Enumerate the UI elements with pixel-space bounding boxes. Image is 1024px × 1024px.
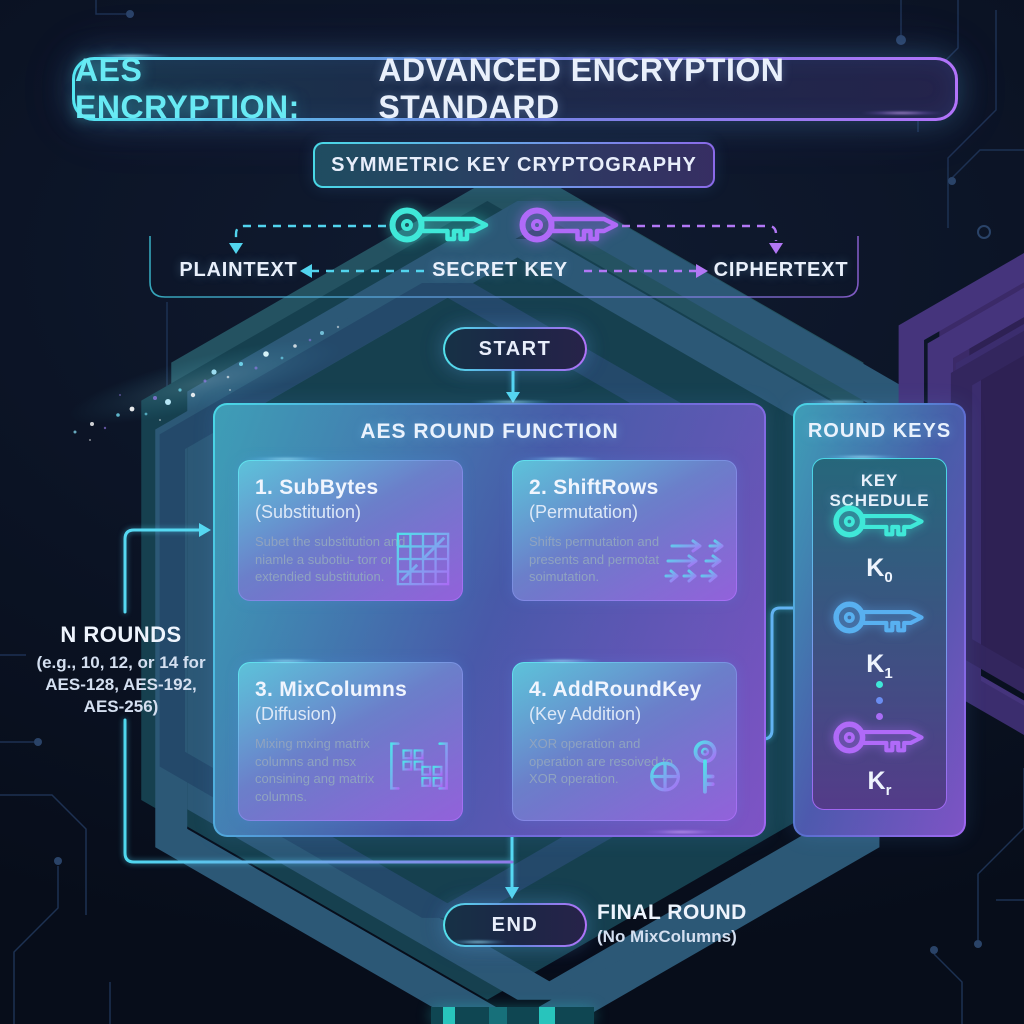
purple-key-icon <box>832 711 927 764</box>
pixel-chip-decor <box>431 1007 594 1024</box>
step-mixcolumns: 3. MixColumns (Diffusion) Mixing mxing m… <box>238 662 463 821</box>
circuit-nodes <box>34 10 982 954</box>
start-node: START <box>443 327 587 371</box>
step-subtitle: (Permutation) <box>529 502 639 522</box>
n-rounds-note: (e.g., 10, 12, or 14 for AES-128, AES-19… <box>36 653 206 717</box>
symmetric-bracket <box>149 236 859 298</box>
key-schedule-box: KEY SCHEDULE K0 K1 Kr <box>812 458 947 810</box>
step-title: 4. AddRoundKey <box>529 678 702 701</box>
title-rest: ADVANCED ENCRYPTION STANDARD <box>378 52 785 125</box>
shift-rows-arrows-icon <box>664 538 728 586</box>
k1-base: K <box>866 650 885 678</box>
matrix-columns-icon <box>388 740 450 792</box>
k0-base: K <box>866 554 885 582</box>
step-body: XOR operation and operation are resoived… <box>529 736 673 787</box>
step-title: 2. ShiftRows <box>529 476 659 499</box>
step-body: Subet the substitution and niamle a subo… <box>255 534 406 585</box>
final-round-title: FINAL ROUND <box>597 901 747 924</box>
symmetric-heading: SYMMETRIC KEY CRYPTOGRAPHY <box>331 153 697 176</box>
purple-key-icon <box>518 196 622 254</box>
connector-keyschedule-addroundkey <box>751 606 802 741</box>
final-round-note: (No MixColumns) <box>597 927 737 946</box>
final-round-annotation: FINAL ROUND (No MixColumns) <box>597 901 747 947</box>
title-banner: AES ENCRYPTION: ADVANCED ENCRYPTION STAN… <box>72 52 958 125</box>
step-subtitle: (Key Addition) <box>529 704 642 724</box>
blue-key-icon <box>832 591 927 644</box>
step-subtitle: (Substitution) <box>255 502 362 522</box>
kr-sub: r <box>885 782 892 799</box>
title-highlight: AES ENCRYPTION: <box>75 52 300 125</box>
key-ellipsis-dots <box>813 681 946 720</box>
sbox-grid-icon <box>394 530 452 588</box>
plaintext-label: PLAINTEXT <box>179 259 298 281</box>
kr-base: K <box>867 767 886 795</box>
round-function-heading: AES ROUND FUNCTION <box>360 420 619 443</box>
step-addroundkey: 4. AddRoundKey (Key Addition) XOR operat… <box>512 662 737 821</box>
key-schedule-heading: KEY SCHEDULE <box>829 471 930 510</box>
step-title: 1. SubBytes <box>255 476 379 499</box>
round-key-label-k1: K1 <box>813 650 946 682</box>
round-key-label-k0: K0 <box>813 554 946 586</box>
teal-key-icon <box>388 196 492 254</box>
teal-key-icon <box>832 495 927 548</box>
round-key-label-kr: Kr <box>813 767 946 799</box>
connector-loop-bottom <box>123 718 514 864</box>
step-body: Shifts permutation and presents and perm… <box>529 534 660 585</box>
end-node: END <box>443 903 587 947</box>
circuit-node-ring <box>977 225 991 239</box>
step-subtitle: (Diffusion) <box>255 704 337 724</box>
ciphertext-label: CIPHERTEXT <box>713 259 849 281</box>
connector-loop-top <box>123 528 201 614</box>
end-label: END <box>491 913 539 936</box>
step-body: Mixing mxing matrix columns and msx cons… <box>255 736 375 804</box>
symmetric-heading-box: SYMMETRIC KEY CRYPTOGRAPHY <box>313 142 715 188</box>
step-title: 3. MixColumns <box>255 678 408 701</box>
secret-key-label: SECRET KEY <box>432 259 568 281</box>
xor-key-icon <box>646 736 726 798</box>
start-label: START <box>478 337 552 360</box>
round-keys-heading: ROUND KEYS <box>807 420 952 442</box>
n-rounds-title: N ROUNDS <box>60 622 182 647</box>
n-rounds-annotation: N ROUNDS (e.g., 10, 12, or 14 for AES-12… <box>28 622 214 718</box>
k0-sub: 0 <box>884 569 893 586</box>
k1-sub: 1 <box>884 665 893 682</box>
dashed-links <box>234 224 778 273</box>
step-subbytes: 1. SubBytes (Substitution) Subet the sub… <box>238 460 463 601</box>
sparkle-trail <box>69 325 341 441</box>
step-shiftrows: 2. ShiftRows (Permutation) Shifts permut… <box>512 460 737 601</box>
